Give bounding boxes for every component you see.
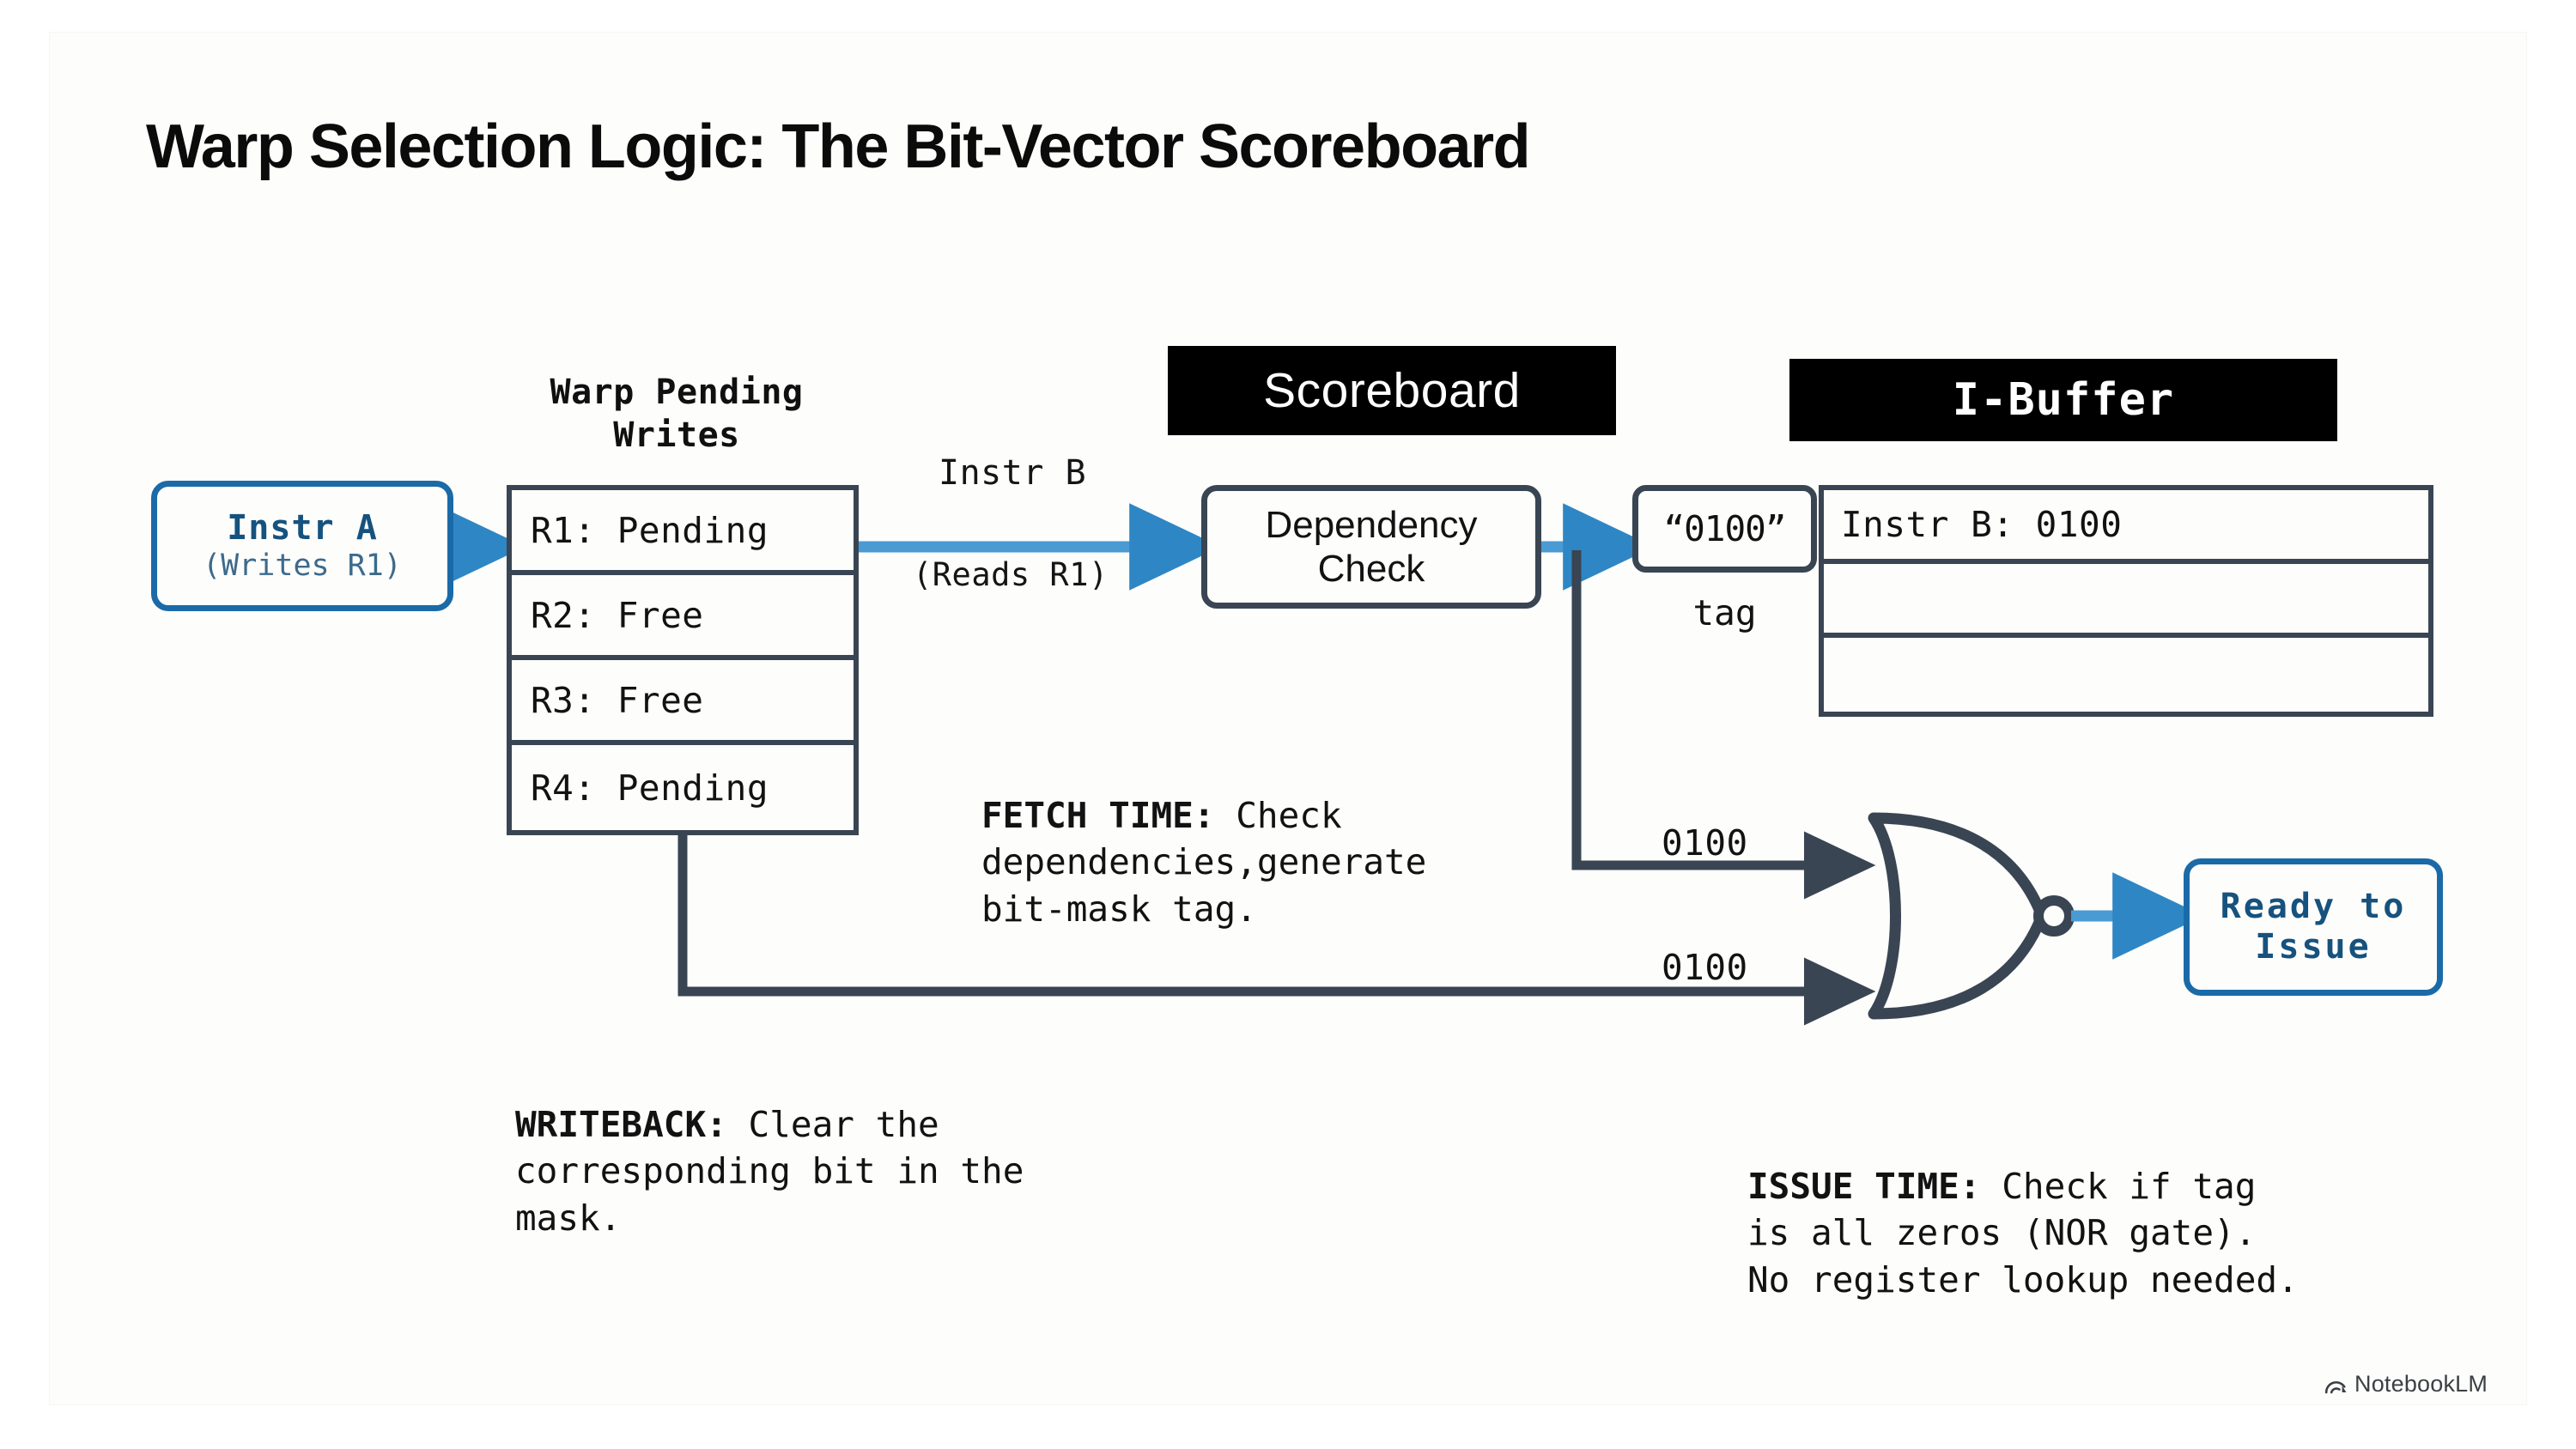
table-row[interactable]: Instr B: 0100 — [1824, 490, 2428, 564]
dependency-check-node[interactable]: Dependency Check — [1201, 485, 1541, 609]
tag-value-box[interactable]: “0100” — [1632, 485, 1817, 573]
tag-caption: tag — [1692, 592, 1757, 634]
scoreboard-header: Scoreboard — [1168, 346, 1616, 435]
table-row[interactable] — [1824, 564, 2428, 638]
register-row-label: R1: Pending — [531, 509, 769, 551]
issue-time-note: ISSUE TIME: Check if tag is all zeros (N… — [1747, 1116, 2486, 1303]
notebooklm-icon — [2324, 1380, 2347, 1393]
warp-pending-writes-table: R1: Pending R2: Free R3: Free R4: Pendin… — [507, 485, 859, 835]
writeback-note-lead: WRITEBACK: — [515, 1103, 727, 1145]
table-row[interactable]: R4: Pending — [512, 745, 854, 830]
ready-to-issue-line1: Ready to — [2220, 886, 2407, 926]
tag-value: “0100” — [1663, 508, 1786, 549]
nor-input-bottom-label: 0100 — [1662, 947, 1748, 988]
table-row[interactable]: R3: Free — [512, 660, 854, 745]
ready-to-issue-line2: Issue — [2255, 927, 2372, 967]
page-title: Warp Selection Logic: The Bit-Vector Sco… — [146, 112, 1531, 181]
writeback-note: WRITEBACK: Clear the corresponding bit i… — [515, 1054, 1133, 1241]
ibuffer-row-text: Instr B: 0100 — [1841, 504, 2123, 545]
instr-a-label: Instr A — [227, 507, 378, 548]
register-row-label: R4: Pending — [531, 767, 769, 809]
table-row[interactable] — [1824, 638, 2428, 712]
instr-a-sublabel: (Writes R1) — [203, 548, 402, 583]
register-row-label: R2: Free — [531, 594, 704, 636]
ibuffer-table: Instr B: 0100 — [1819, 485, 2433, 717]
warp-pending-writes-title-line2: Writes — [613, 415, 740, 455]
fetch-time-note-body: Check dependencies,generate bit-mask tag… — [981, 794, 1427, 930]
nor-input-top-label: 0100 — [1662, 822, 1748, 864]
fetch-time-note-lead: FETCH TIME: — [981, 794, 1215, 836]
notebooklm-watermark: NotebookLM — [2324, 1371, 2488, 1397]
warp-pending-writes-title-line1: Warp Pending — [550, 373, 804, 412]
fetch-time-note: FETCH TIME: Check dependencies,generate … — [981, 745, 1600, 932]
instr-b-wire-sublabel: (Reads R1) — [913, 556, 1109, 593]
ready-to-issue-node[interactable]: Ready to Issue — [2184, 858, 2443, 996]
dependency-check-line2: Check — [1317, 548, 1425, 590]
ibuffer-header: I-Buffer — [1789, 359, 2337, 441]
instr-b-wire-label: Instr B — [939, 453, 1087, 493]
issue-time-note-lead: ISSUE TIME: — [1747, 1165, 1981, 1207]
warp-pending-writes-title: Warp Pending Writes — [505, 371, 848, 457]
table-row[interactable]: R1: Pending — [512, 490, 854, 575]
writeback-note-body: Clear the corresponding bit in the mask. — [515, 1103, 1024, 1239]
register-row-label: R3: Free — [531, 679, 704, 721]
instr-a-node[interactable]: Instr A (Writes R1) — [151, 481, 453, 611]
issue-time-note-body: Check if tag is all zeros (NOR gate). No… — [1747, 1165, 2299, 1300]
table-row[interactable]: R2: Free — [512, 575, 854, 660]
notebooklm-label: NotebookLM — [2354, 1371, 2488, 1397]
slide-card — [50, 33, 2526, 1404]
dependency-check-line1: Dependency — [1265, 503, 1478, 546]
